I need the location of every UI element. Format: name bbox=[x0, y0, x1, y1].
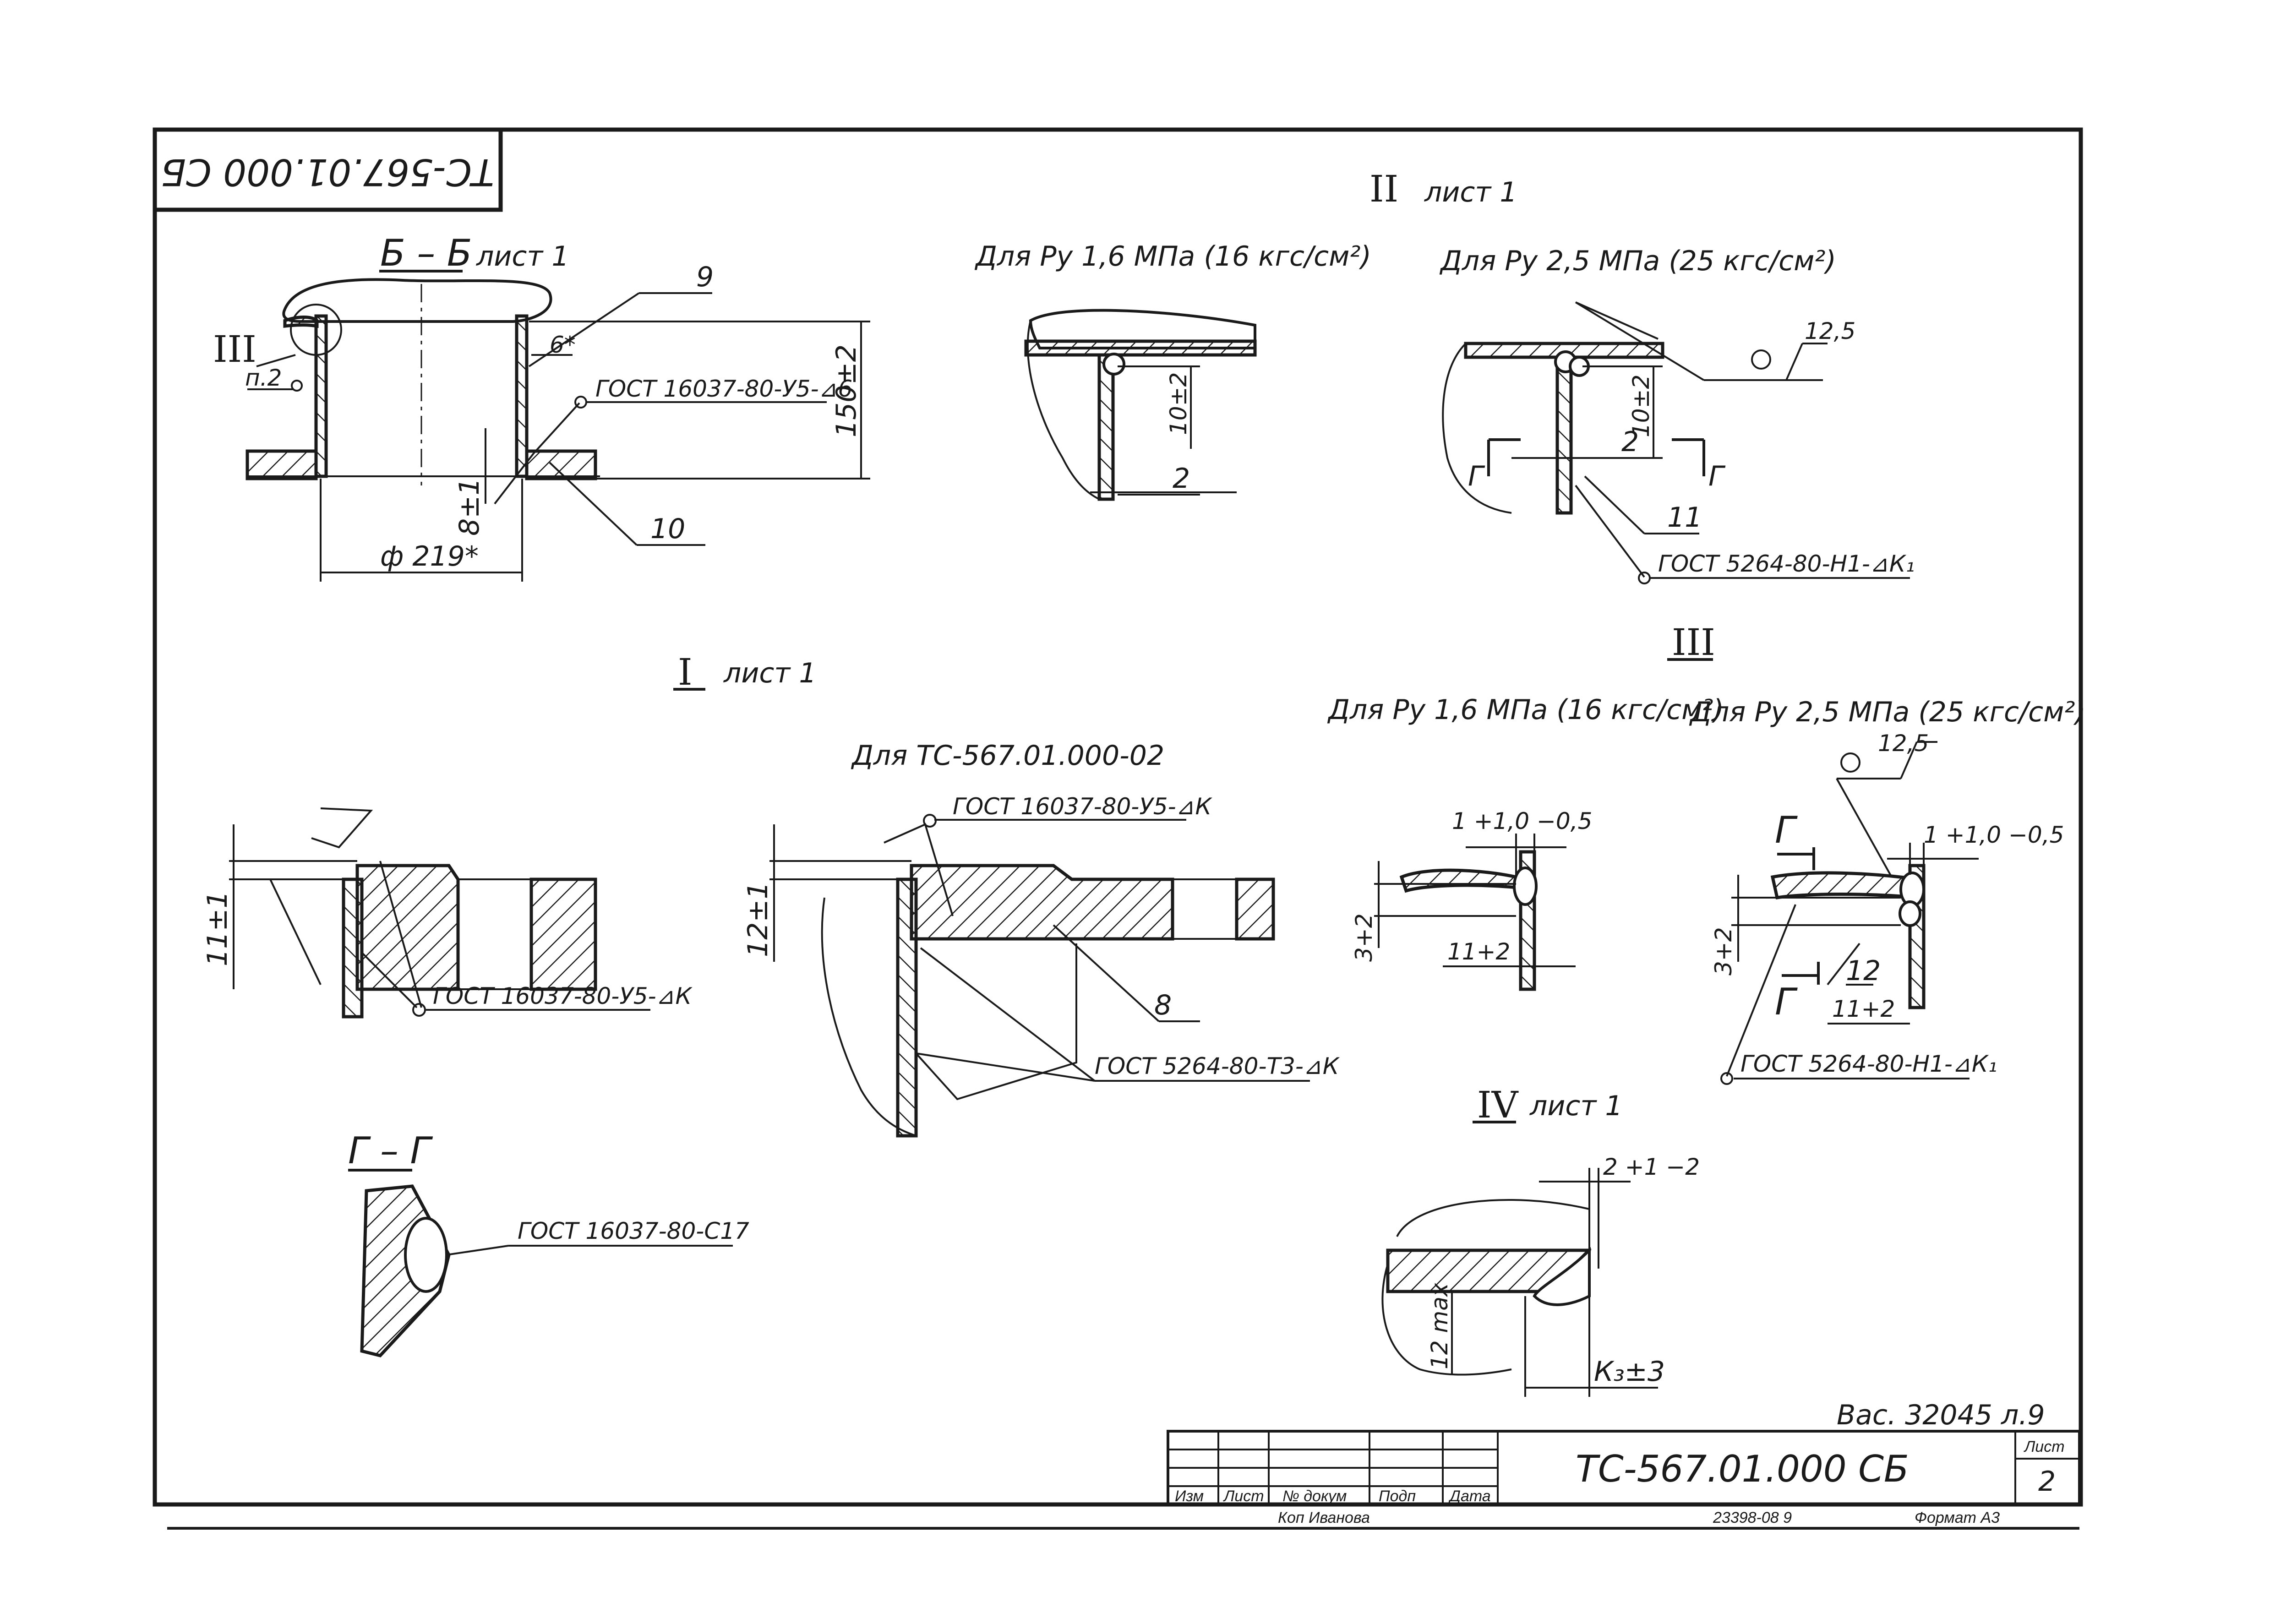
view-II-section-mark-left: Г bbox=[1468, 460, 1485, 492]
view-II-section-mark-right: Г bbox=[1708, 460, 1726, 492]
section-bb-weld: ГОСТ 16037-80-У5-⊿6 bbox=[595, 376, 852, 402]
title-inv-number: 23398-08 9 bbox=[1713, 1509, 1792, 1526]
view-tc02-caption: Для ТС-567.01.000-02 bbox=[851, 740, 1164, 772]
view-tc02-dim-12: 12±1 bbox=[742, 882, 774, 957]
callout-10: 10 bbox=[650, 513, 685, 545]
section-gg-weld: ГОСТ 16037-80-С17 bbox=[518, 1218, 749, 1244]
view-III-dim-top-right: 1 +1,0 −0,5 bbox=[1924, 822, 2064, 848]
view-III-callout-12: 12 bbox=[1846, 955, 1881, 987]
view-IV-title: IV bbox=[1477, 1084, 1519, 1126]
view-II-caption-right: Для Ру 2,5 МПа (25 кгс/см²) bbox=[1439, 245, 1836, 277]
dim-8: 8±1 bbox=[453, 478, 486, 536]
callout-III: III bbox=[213, 328, 256, 371]
note-p2: п.2 bbox=[245, 365, 282, 391]
view-I-sheet-ref: лист 1 bbox=[723, 657, 817, 689]
view-I: I лист 1 11±1 ГОСТ 16037-80-У5-⊿К bbox=[202, 651, 817, 1019]
view-II-roughness: 12,5 bbox=[1805, 318, 1855, 344]
view-II-dim-2-right: 2 bbox=[1621, 426, 1639, 458]
view-III-roughness: 12,5 bbox=[1878, 730, 1929, 757]
view-II-callout-11: 11 bbox=[1667, 501, 1702, 534]
title-col-sign: Подп bbox=[1379, 1488, 1416, 1505]
title-col-doc: № докум bbox=[1282, 1488, 1347, 1505]
view-III-dim-11-right: 11+2 bbox=[1832, 996, 1895, 1022]
view-III-title: III bbox=[1672, 621, 1715, 664]
view-III-section-mark-top: Г bbox=[1775, 809, 1798, 851]
view-II-sheet-ref: лист 1 bbox=[1424, 176, 1517, 208]
dim-diameter: ф 219* bbox=[380, 540, 479, 572]
drawing-number-stamp-text: ТС-567.01.000 СБ bbox=[161, 151, 494, 193]
title-col-izm: Изм bbox=[1175, 1488, 1204, 1505]
title-col-date: Дата bbox=[1448, 1488, 1491, 1505]
view-I-title: I bbox=[678, 651, 693, 693]
section-bb-sheet-ref: лист 1 bbox=[476, 240, 569, 272]
title-sheet-number: 2 bbox=[2038, 1466, 2056, 1498]
dim-6: 6* bbox=[550, 332, 576, 358]
view-I-dim-11: 11±1 bbox=[202, 891, 234, 966]
view-III-weld: ГОСТ 5264-80-Н1-⊿К₁ bbox=[1740, 1051, 1997, 1077]
drawing-frame bbox=[153, 127, 2083, 1530]
title-designation: ТС-567.01.000 СБ bbox=[1576, 1448, 1909, 1490]
dim-height-150: 150±2 bbox=[830, 344, 862, 437]
view-II-dim-10-left: 10±2 bbox=[1165, 372, 1192, 435]
view-III-dim-3-left: 3+2 bbox=[1351, 913, 1377, 962]
view-II: II лист 1 Для Ру 1,6 МПа (16 кгс/см²) Дл… bbox=[974, 168, 1915, 584]
view-tc02-callout-8: 8 bbox=[1154, 989, 1172, 1021]
title-format: Формат А3 bbox=[1915, 1509, 2000, 1526]
view-IV: IV лист 1 2 +1 −2 12 max К₃±3 bbox=[1381, 1084, 1700, 1397]
view-IV-dim-top: 2 +1 −2 bbox=[1603, 1154, 1700, 1180]
view-III-caption-left: Для Ру 1,6 МПа (16 кгс/см²) bbox=[1327, 694, 1724, 726]
view-IV-sheet-ref: лист 1 bbox=[1529, 1090, 1623, 1122]
title-sheet-label: Лист bbox=[2024, 1438, 2065, 1455]
archive-note: Вас. 32045 л.9 bbox=[1837, 1399, 2045, 1431]
view-tc02-weld-top: ГОСТ 16037-80-У5-⊿К bbox=[953, 793, 1213, 820]
view-III-dim-3-right: 3+2 bbox=[1710, 927, 1737, 975]
view-III: III Для Ру 1,6 МПа (16 кгс/см²) Для Ру 2… bbox=[1327, 621, 2086, 1085]
section-bb-title: Б – Б bbox=[380, 232, 472, 274]
section-bb: Б – Б лист 1 9 10 III п.2 150±2 6* bbox=[213, 232, 870, 582]
view-III-section-mark-bottom: Г bbox=[1775, 981, 1798, 1023]
view-IV-dim-12max: 12 max bbox=[1426, 1283, 1453, 1369]
view-III-caption-right: Для Ру 2,5 МПа (25 кгс/см²) bbox=[1689, 696, 2086, 728]
view-II-caption-left: Для Ру 1,6 МПа (16 кгс/см²) bbox=[974, 240, 1371, 272]
view-III-dim-top-left: 1 +1,0 −0,5 bbox=[1452, 808, 1592, 834]
callout-9: 9 bbox=[696, 261, 714, 293]
view-II-dim-10-right: 10±2 bbox=[1628, 375, 1654, 437]
view-II-weld: ГОСТ 5264-80-Н1-⊿К₁ bbox=[1658, 550, 1915, 577]
section-gg: Г – Г ГОСТ 16037-80-С17 bbox=[348, 1129, 749, 1357]
view-II-title: II bbox=[1369, 168, 1398, 210]
title-block: Вас. 32045 л.9 Изм Лист № докум Подп Дат… bbox=[1167, 1399, 2081, 1526]
drawing-number-stamp: ТС-567.01.000 СБ bbox=[153, 127, 503, 212]
view-I-weld: ГОСТ 16037-80-У5-⊿К bbox=[433, 983, 693, 1009]
view-tc02-weld-bottom: ГОСТ 5264-80-Т3-⊿К bbox=[1095, 1053, 1340, 1079]
view-II-dim-2-left: 2 bbox=[1173, 463, 1190, 495]
view-III-dim-11-left: 11+2 bbox=[1447, 938, 1510, 965]
section-gg-title: Г – Г bbox=[348, 1129, 433, 1172]
title-col-list: Лист bbox=[1223, 1488, 1264, 1505]
view-tc02: Для ТС-567.01.000-02 ГОСТ 16037-80-У5-⊿К… bbox=[742, 740, 1340, 1138]
view-IV-dim-k3: К₃±3 bbox=[1594, 1356, 1665, 1388]
title-copied: Коп Иванова bbox=[1278, 1509, 1370, 1526]
